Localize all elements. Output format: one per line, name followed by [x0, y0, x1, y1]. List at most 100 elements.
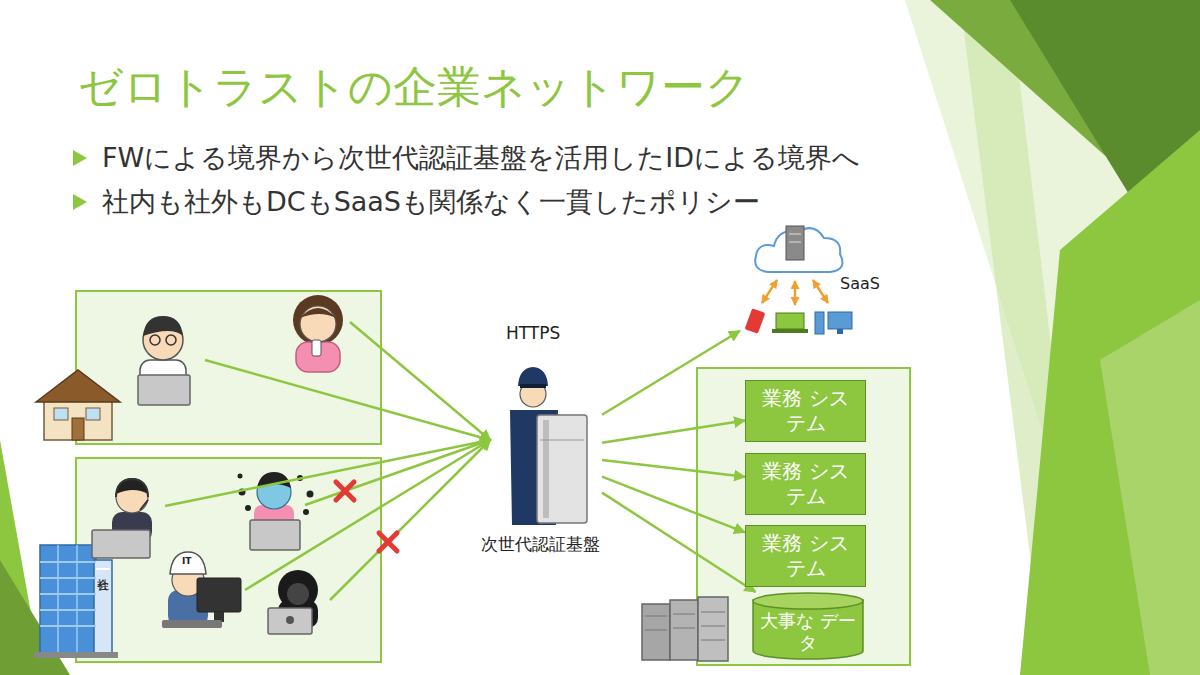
it-worker-part: [170, 552, 206, 574]
client-arrows: [165, 322, 490, 600]
bullet-text: FWによる境界から次世代認証基盤を活用したIDによる境界へ: [102, 140, 860, 176]
office-building-icon-part: [40, 577, 96, 579]
office-worker-headset-part: [140, 500, 148, 510]
saas-cloud-icon-part: [789, 242, 801, 243]
office-building-icon-part: [34, 652, 118, 658]
client-arrows-part: [165, 440, 490, 506]
security-guard-icon-part: [543, 420, 549, 518]
security-guard-icon-part: [518, 367, 548, 386]
blocked-cross-marks: [336, 482, 397, 551]
home-worker-man-part: [143, 316, 183, 336]
protocol-label: HTTPS: [506, 322, 560, 344]
server-racks-part: [642, 604, 670, 660]
client-devices-part: [828, 312, 852, 329]
saas-sync-arrows: [762, 280, 828, 305]
it-worker-part: [197, 578, 241, 612]
zone-boxes-part: [697, 368, 910, 665]
bullet-markers-part: [73, 150, 87, 166]
home-worker-man-part: [166, 335, 176, 345]
office-building-icon: [34, 545, 118, 658]
bullet-text: 社内も社外もDCもSaaSも関係なく一貫したポリシー: [102, 184, 760, 220]
office-building-icon-part: [57, 545, 59, 657]
attacker-hooded-part: [286, 616, 294, 624]
background-decoration-part: [905, 0, 1200, 675]
home-worker-woman-phone-part: [300, 308, 336, 318]
infected-worker-part: [238, 474, 243, 479]
building-sign: 会社: [96, 568, 110, 570]
node-text: 大事な データ: [752, 608, 864, 656]
business-system-box: 業務 システム: [745, 453, 866, 515]
attacker-hooded: [268, 570, 318, 634]
server-racks-part: [673, 614, 695, 615]
client-devices-part: [772, 329, 808, 333]
office-building-icon-part: [40, 561, 96, 563]
zone-boxes-part: [76, 458, 381, 662]
zone-boxes: [76, 291, 910, 665]
server-racks-part: [701, 640, 725, 641]
server-racks-part: [645, 616, 667, 617]
home-worker-woman-phone-part: [300, 306, 336, 342]
business-system-box: 業務 システム: [745, 525, 866, 587]
house-icon-part: [54, 408, 68, 420]
server-racks-part: [645, 630, 667, 631]
attacker-hooded-part: [287, 583, 309, 605]
office-worker-headset-part: [116, 478, 148, 494]
office-building-icon-part: [40, 609, 96, 611]
connector-arrow: [602, 477, 745, 533]
client-devices-part: [815, 312, 824, 334]
security-guard-icon: [510, 367, 587, 525]
saas-sync-arrows-part: [794, 281, 797, 305]
server-racks-part: [670, 600, 698, 660]
server-racks-part: [698, 597, 728, 661]
client-arrows-part: [330, 440, 490, 600]
home-worker-woman-phone-part: [312, 340, 321, 356]
saas-cloud-icon: [755, 226, 842, 272]
node-text: 業務 システム: [754, 386, 857, 436]
background-decoration-part: [1020, 130, 1200, 675]
server-racks-part: [673, 628, 695, 629]
attacker-hooded-part: [268, 608, 312, 634]
house-icon-part: [86, 408, 100, 420]
security-guard-icon-part: [540, 440, 584, 441]
slide-title: ゼロトラストの企業ネットワーク: [78, 60, 750, 114]
background-decoration-part: [1100, 300, 1200, 675]
cylinder-top: [753, 593, 863, 609]
office-building-icon-part: [40, 625, 96, 627]
node-text: 業務 システム: [754, 531, 857, 581]
server-racks-part: [701, 626, 725, 627]
house-icon-part: [72, 418, 84, 440]
saas-cloud: SaaS: [740, 222, 900, 342]
blocked-cross-marks-part: [379, 533, 397, 551]
connector-arrow: [602, 460, 745, 477]
office-building-icon-part: [94, 560, 112, 657]
office-building-icon-part: [76, 545, 78, 657]
business-system-box: 業務 システム: [745, 380, 866, 442]
saas-sync-arrows-part: [762, 280, 777, 303]
client-devices-part: [837, 329, 843, 334]
office-worker-headset-part: [92, 530, 150, 558]
infected-worker-part: [245, 505, 251, 511]
it-worker: [162, 552, 241, 628]
home-worker-woman-phone: [293, 295, 343, 372]
server-racks: [642, 597, 728, 661]
client-devices-part: [776, 313, 804, 329]
security-guard-icon-part: [520, 384, 546, 388]
bullet-markers-part: [73, 194, 87, 210]
blocked-cross-marks-part: [336, 482, 354, 500]
node-text: 次世代認証基盤: [481, 533, 600, 555]
connector-arrow: [602, 493, 756, 592]
blocked-cross-marks-part: [379, 533, 397, 551]
helmet-label: IT: [182, 556, 192, 566]
client-arrows-part: [245, 440, 490, 590]
saas-cloud-icon-part: [789, 234, 801, 235]
node-text: 業務 システム: [754, 459, 857, 509]
home-worker-man-part: [150, 335, 160, 345]
security-guard-icon-part: [537, 415, 587, 523]
it-worker-part: [162, 620, 222, 628]
infected-worker-part: [303, 509, 309, 515]
node-text: SaaS: [840, 274, 880, 294]
house-icon-part: [36, 370, 120, 402]
office-building-icon-part: [40, 593, 96, 595]
